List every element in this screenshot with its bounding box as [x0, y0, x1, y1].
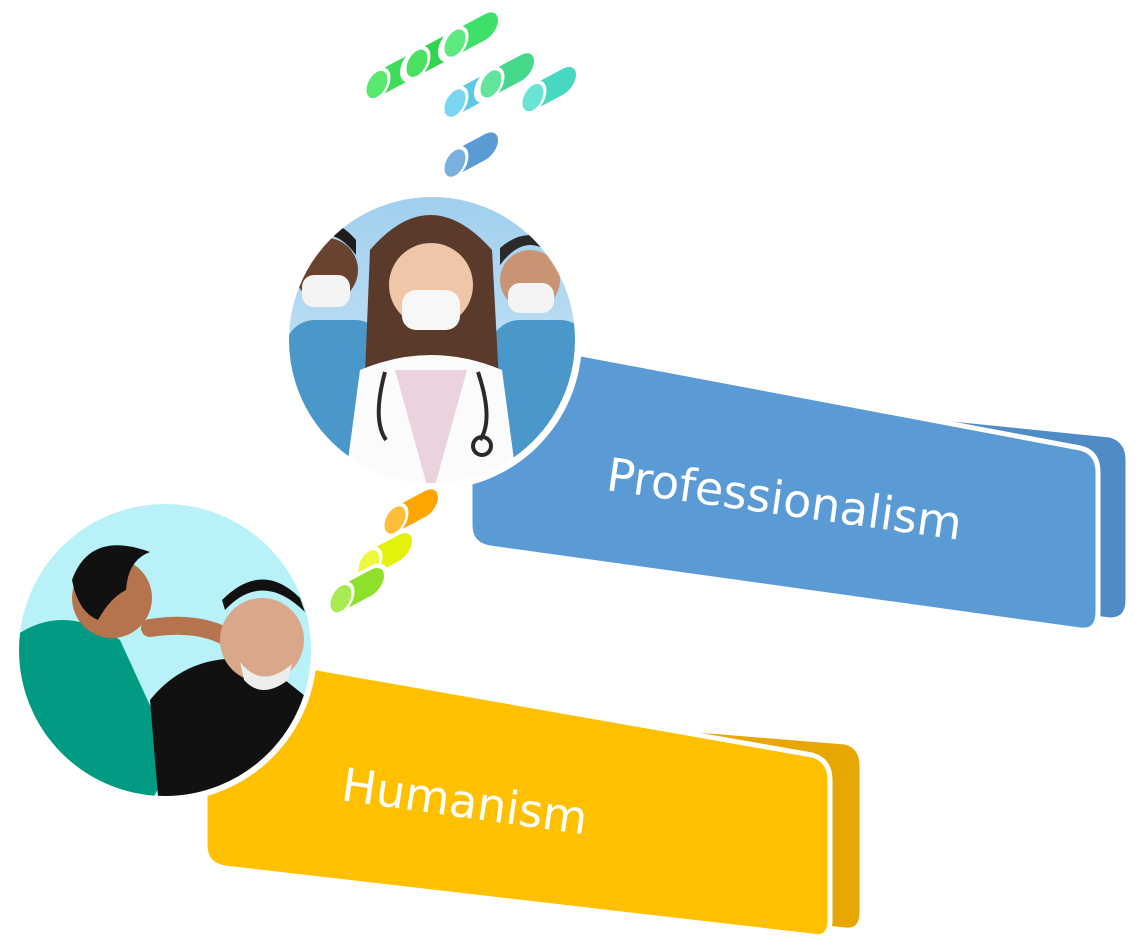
- middle-connector-beads: [324, 484, 442, 618]
- connector-bead: [438, 127, 502, 183]
- connector-bead: [378, 484, 442, 540]
- humanism-block: Humanism: [202, 662, 865, 940]
- professionalism-block: Professionalism: [467, 347, 1131, 633]
- connector-bead: [324, 563, 388, 618]
- caregiver-illustration: [13, 498, 317, 802]
- connector-bead: [438, 7, 502, 63]
- top-connector-beads: [360, 7, 580, 183]
- connector-bead: [474, 48, 538, 104]
- connector-bead: [516, 62, 580, 117]
- healthcare-team-illustration: [282, 190, 582, 490]
